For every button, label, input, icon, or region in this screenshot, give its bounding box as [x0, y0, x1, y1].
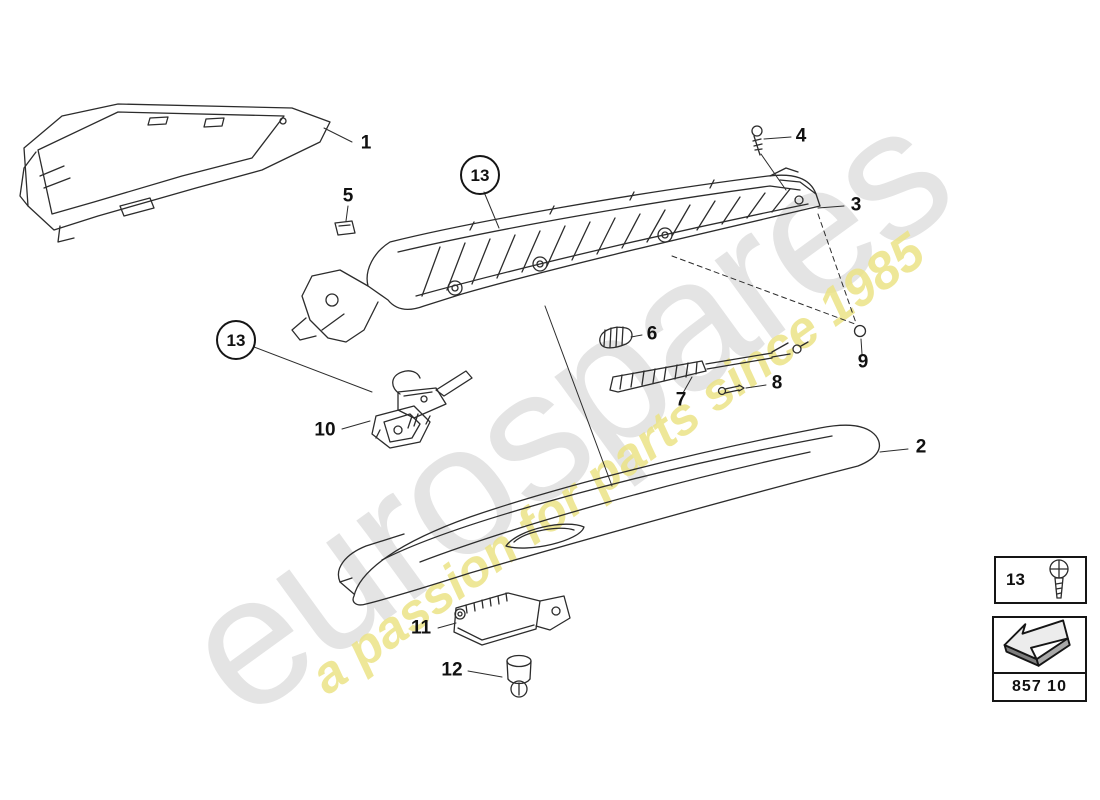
- callout-part-12[interactable]: 12: [441, 659, 463, 681]
- callout-part-11[interactable]: 11: [410, 617, 432, 639]
- callout-part-10[interactable]: 10: [314, 419, 336, 441]
- callout-part-6[interactable]: 6: [646, 323, 658, 345]
- callout-part-7[interactable]: 7: [675, 389, 687, 411]
- callout-part-5[interactable]: 5: [342, 185, 354, 207]
- callout-part-8[interactable]: 8: [771, 372, 783, 394]
- callout-part-2[interactable]: 2: [915, 436, 927, 458]
- direction-arrow-icon: [1003, 619, 1071, 667]
- part-3-frame-drawing: [291, 167, 821, 343]
- part-11-lock-drawing: [453, 592, 571, 646]
- callout-part-13-lower[interactable]: 13: [216, 320, 256, 360]
- alignment-dashed-lines: [671, 213, 857, 325]
- part-5-clip-drawing: [334, 220, 356, 236]
- part-2-lid-drawing: [337, 424, 881, 606]
- part-12-lock-cylinder-drawing: [506, 654, 532, 698]
- part-8-pin-drawing: [717, 384, 745, 396]
- screw-icon: [1049, 559, 1069, 599]
- callout-part-1[interactable]: 1: [360, 132, 372, 154]
- leader-lines: [253, 127, 909, 678]
- callout-part-13-upper[interactable]: 13: [460, 155, 500, 195]
- part-7-rod-drawing: [609, 341, 809, 393]
- callout-part-3[interactable]: 3: [850, 194, 862, 216]
- callout-part-9[interactable]: 9: [857, 351, 869, 373]
- part-9-ring-drawing: [853, 324, 867, 338]
- part-1-housing-drawing: [19, 103, 331, 243]
- part-4-screw-drawing: [751, 125, 763, 156]
- part-6-gear-drawing: [599, 326, 633, 349]
- part-10-latch-drawing: [371, 370, 473, 449]
- callout-part-4[interactable]: 4: [795, 125, 807, 147]
- diagram-code: 857 10: [994, 672, 1085, 700]
- legend-navigation-box: 857 10: [992, 616, 1087, 702]
- legend-fastener-box: 13: [994, 556, 1087, 604]
- direction-arrow-area: [994, 618, 1085, 672]
- legend-fastener-number: 13: [1006, 570, 1025, 589]
